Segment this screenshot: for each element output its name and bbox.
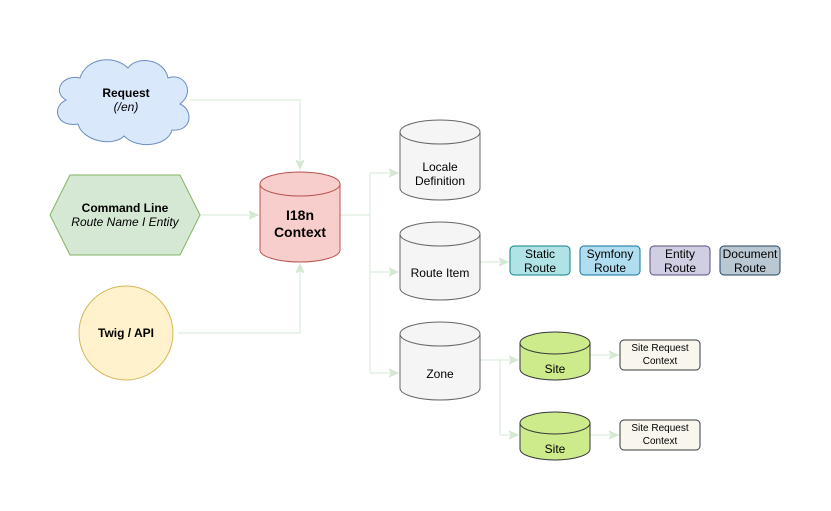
symfony-route-line2: Route [593,260,627,275]
twig-api-circle[interactable] [78,285,174,381]
site-request-context-2-box[interactable] [619,419,701,451]
document-route-box[interactable] [719,245,781,276]
edge-twig-to-context [178,265,300,334]
request-subtitle: (/en) [113,100,139,114]
route-item-text: Route Item [410,266,470,280]
i18n-context-label: I18n Context [260,204,340,244]
locale-definition-line2: Definition [414,174,466,188]
static-route-line2: Route [523,260,557,275]
document-route-line2: Route [733,260,767,275]
zone-text: Zone [426,367,454,381]
entity-route-line2: Route [663,260,697,275]
edge-zone-to-site-2 [499,360,517,435]
static-route-line1: Static [524,246,555,261]
edge-request-to-context [190,99,300,168]
entity-route-box[interactable] [649,245,711,276]
locale-definition-cylinder[interactable] [399,119,481,201]
twig-api-title: Twig / API [98,326,154,340]
request-title: Request [102,86,150,100]
edge-context-to-locale [369,173,397,215]
route-item-label: Route Item [400,264,480,282]
document-route-line1: Document [722,246,778,261]
src-1-line1: Site Request [631,343,689,354]
request-cloud-shape[interactable] [57,59,190,146]
site-2-text: Site [544,442,566,456]
command-line-hexagon[interactable] [49,174,201,256]
command-line-subtitle: Route Name I Entity [71,215,179,229]
command-line-title: Command Line [81,201,169,215]
site-request-context-2-label: Site Request Context [620,420,700,450]
i18n-context-cylinder[interactable] [259,171,341,263]
zone-label: Zone [400,365,480,383]
static-route-label: Static Route [510,246,570,275]
symfony-route-line1: Symfony [586,246,634,261]
site-2-cylinder[interactable] [519,411,591,461]
zone-cylinder[interactable] [399,321,481,401]
site-1-label: Site [520,360,590,378]
locale-definition-line1: Locale [422,160,458,174]
src-2-line2: Context [642,436,678,447]
command-line-label: Command Line Route Name I Entity [55,200,195,230]
request-label: Request (/en) [66,84,186,116]
src-2-line1: Site Request [631,423,689,434]
site-1-cylinder[interactable] [519,331,591,381]
i18n-context-line1: I18n [285,207,314,223]
site-1-text: Site [544,362,566,376]
entity-route-label: Entity Route [650,246,710,275]
symfony-route-label: Symfony Route [580,246,640,275]
site-request-context-1-label: Site Request Context [620,340,700,370]
entity-route-line1: Entity [664,246,695,261]
src-1-line2: Context [642,356,678,367]
i18n-context-line2: Context [273,224,327,240]
site-2-label: Site [520,440,590,458]
twig-api-label: Twig / API [80,323,172,343]
site-request-context-1-box[interactable] [619,339,701,371]
locale-definition-label: Locale Definition [400,159,480,189]
route-item-cylinder[interactable] [399,221,481,301]
static-route-box[interactable] [509,245,571,276]
document-route-label: Document Route [720,246,780,275]
symfony-route-box[interactable] [579,245,641,276]
edge-context-trunk [340,214,371,373]
